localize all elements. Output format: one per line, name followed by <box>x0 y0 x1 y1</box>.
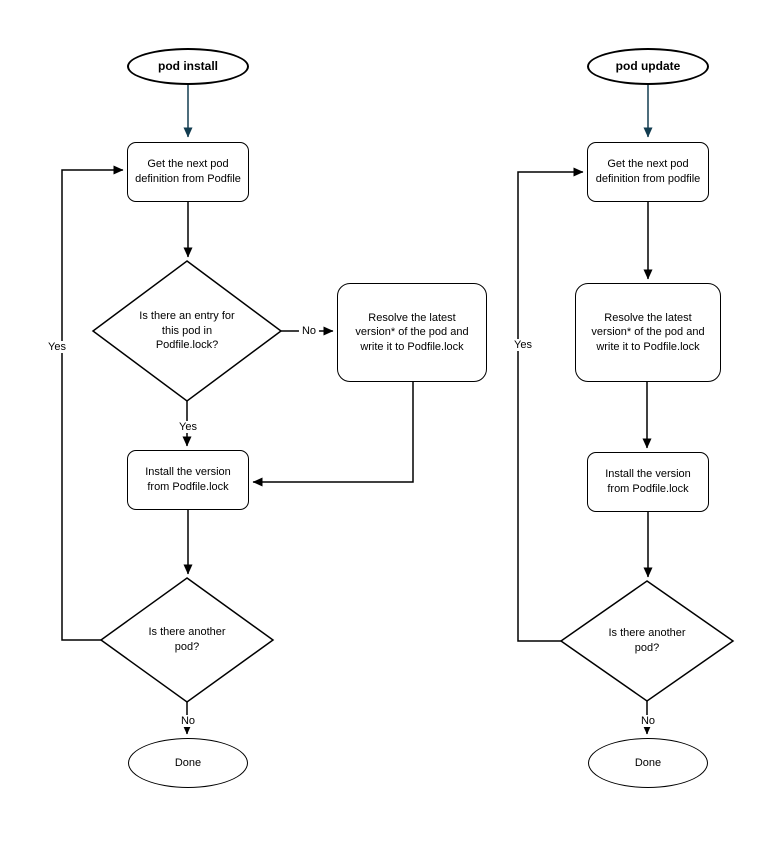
decision-another-label-update: Is there another pod? <box>608 627 686 654</box>
branch-yes-label: Yes <box>176 421 200 433</box>
process-label: Install the version from Podfile.lock <box>145 466 231 493</box>
process-resolve-latest-install: Resolve the latest version* of the pod a… <box>337 283 487 382</box>
decision-another-pod-install <box>99 577 275 703</box>
process-label: Resolve the latest version* of the pod a… <box>355 311 469 353</box>
process-get-next-pod-update: Get the next pod definition from podfile <box>587 142 709 202</box>
edge-install-yes-loop <box>61 165 124 641</box>
done-label: Done <box>634 756 662 769</box>
process-label: Resolve the latest version* of the pod a… <box>591 311 705 353</box>
loop-yes-label-update: Yes <box>511 339 535 351</box>
edge-update-yes-loop <box>517 167 584 642</box>
start-label: pod install <box>158 58 218 73</box>
start-terminator-pod-install: pod install <box>127 48 249 85</box>
start-terminator-pod-update: pod update <box>587 48 709 85</box>
end-terminator-done-update: Done <box>588 738 708 788</box>
process-label: Install the version from Podfile.lock <box>605 468 691 495</box>
edge-install-resolve-to-install <box>252 382 414 487</box>
decision-another-pod-update <box>559 580 735 702</box>
start-label: pod update <box>615 58 681 73</box>
end-terminator-done-install: Done <box>128 738 248 788</box>
process-get-next-pod-install: Get the next pod definition from Podfile <box>127 142 249 202</box>
decision-another-label-install: Is there another pod? <box>148 626 226 653</box>
process-label: Get the next pod definition from Podfile <box>135 158 241 185</box>
done-label: Done <box>174 756 202 769</box>
end-no-label-update: No <box>637 715 659 727</box>
process-install-version-update: Install the version from Podfile.lock <box>587 452 709 512</box>
process-resolve-latest-update: Resolve the latest version* of the pod a… <box>575 283 721 382</box>
branch-no-label: No <box>298 325 320 337</box>
decision-entry-in-podfile-lock <box>91 260 283 402</box>
decision-entry-label: Is there an entry for this pod in Podfil… <box>139 309 235 352</box>
loop-yes-label-install: Yes <box>45 341 69 353</box>
end-no-label-install: No <box>177 715 199 727</box>
process-label: Get the next pod definition from podfile <box>595 158 701 185</box>
process-install-version-install: Install the version from Podfile.lock <box>127 450 249 510</box>
